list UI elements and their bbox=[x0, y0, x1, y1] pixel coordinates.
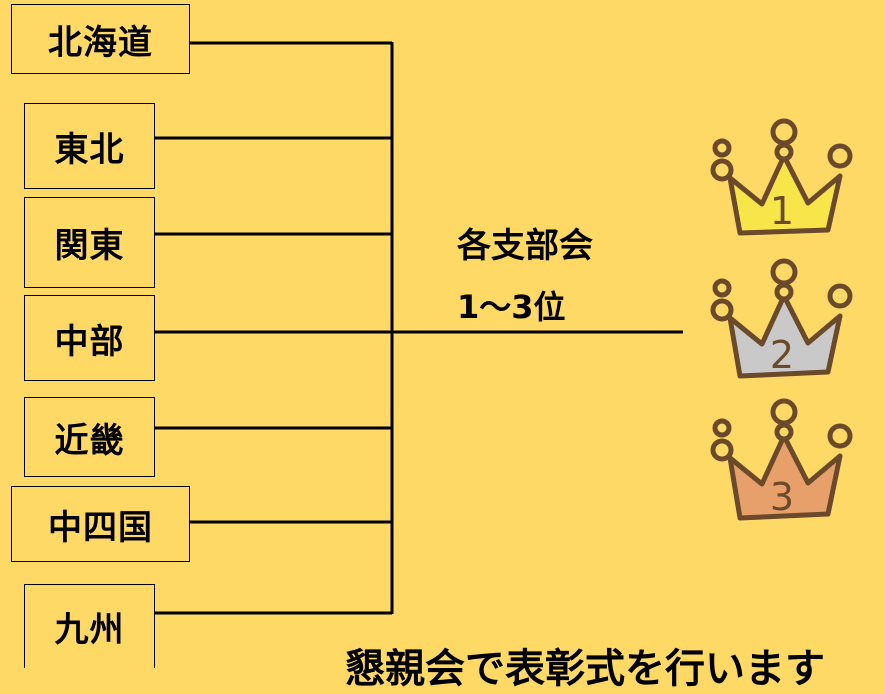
crown-rank-label: 1 bbox=[770, 189, 794, 233]
region-label: 東北 bbox=[54, 129, 125, 170]
region-label: 関東 bbox=[54, 226, 125, 266]
region-label: 中部 bbox=[54, 321, 125, 362]
crown-rank-label: 3 bbox=[770, 475, 794, 519]
region-box-chushikoku: 中四国 bbox=[11, 486, 190, 562]
region-box-kyushu: 九州 bbox=[24, 584, 155, 668]
crown-silver-icon: 2 bbox=[710, 258, 853, 379]
region-label: 九州 bbox=[54, 610, 125, 650]
region-label: 近畿 bbox=[54, 420, 125, 461]
crown-bronze-icon: 3 bbox=[710, 398, 853, 521]
footer-text: 懇親会で表彰式を行います bbox=[345, 646, 825, 692]
region-label: 中四国 bbox=[48, 507, 153, 548]
center-label-rank: 1〜3位 bbox=[457, 288, 566, 326]
crown-rank-label: 2 bbox=[770, 333, 794, 377]
center-label-branch: 各支部会 bbox=[457, 226, 593, 266]
region-box-chubu: 中部 bbox=[24, 295, 155, 381]
region-box-kinki: 近畿 bbox=[24, 397, 155, 477]
region-box-tohoku: 東北 bbox=[24, 103, 155, 189]
bracket-lines bbox=[155, 41, 683, 615]
region-box-kanto: 関東 bbox=[24, 197, 155, 288]
region-label: 北海道 bbox=[48, 22, 153, 63]
region-box-hokkaido: 北海道 bbox=[11, 4, 190, 74]
crown-gold-icon: 1 bbox=[710, 118, 853, 236]
